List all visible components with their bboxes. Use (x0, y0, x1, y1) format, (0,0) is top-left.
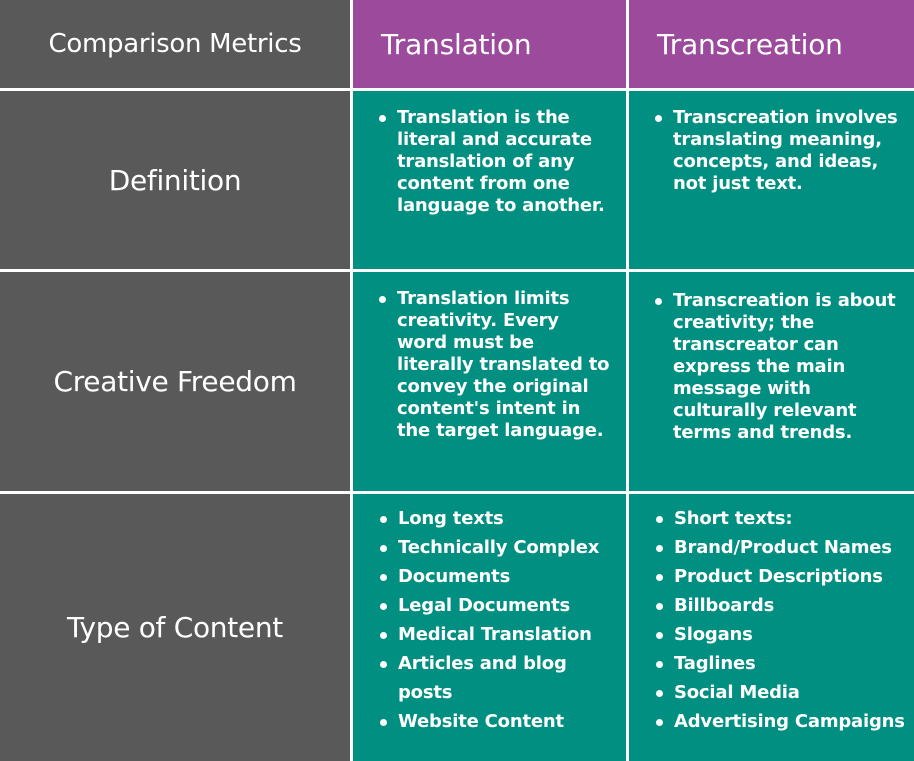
header-transcreation: Transcreation (657, 27, 843, 61)
header-metrics: Comparison Metrics (48, 29, 302, 59)
content-transcreation-cell: Short texts: Brand/Product Names Product… (629, 494, 914, 761)
row-label-cell: Creative Freedom (0, 272, 350, 491)
list-item: Legal Documents (376, 591, 620, 620)
list-item: Long texts (376, 504, 620, 533)
list-item: Transcreation involves translating meani… (651, 107, 900, 195)
row-label-creative-freedom: Creative Freedom (53, 365, 297, 398)
content-translation-cell: Long texts Technically Complex Documents… (353, 494, 626, 761)
list-item: Product Descriptions (652, 562, 914, 591)
header-metrics-cell: Comparison Metrics (0, 0, 350, 88)
header-translation: Translation (381, 27, 532, 61)
creative-translation-cell: Translation limits creativity. Every wor… (353, 272, 626, 491)
list-item: Technically Complex (376, 533, 620, 562)
list-item: Billboards (652, 591, 914, 620)
list-item: Transcreation is about creativity; the t… (651, 290, 906, 444)
list-item: Taglines (652, 649, 914, 678)
list-item: Medical Translation (376, 620, 620, 649)
definition-translation-cell: Translation is the literal and accurate … (353, 91, 626, 269)
list-item: Articles and blog posts (376, 649, 620, 707)
creative-transcreation-cell: Transcreation is about creativity; the t… (629, 272, 914, 491)
header-translation-cell: Translation (353, 0, 626, 88)
list-item: Website Content (376, 707, 620, 736)
list-item: Social Media (652, 678, 914, 707)
list-item: Advertising Campaigns (652, 707, 914, 736)
header-transcreation-cell: Transcreation (629, 0, 914, 88)
row-label-cell: Type of Content (0, 494, 350, 761)
row-label-definition: Definition (108, 163, 242, 197)
list-item: Translation is the literal and accurate … (375, 107, 614, 217)
list-item: Short texts: (652, 504, 914, 533)
list-item: Slogans (652, 620, 914, 649)
list-item: Translation limits creativity. Every wor… (375, 288, 614, 442)
list-item: Brand/Product Names (652, 533, 914, 562)
definition-transcreation-cell: Transcreation involves translating meani… (629, 91, 914, 269)
row-label-type-of-content: Type of Content (67, 611, 283, 644)
row-label-cell: Definition (0, 91, 350, 269)
list-item: Documents (376, 562, 620, 591)
